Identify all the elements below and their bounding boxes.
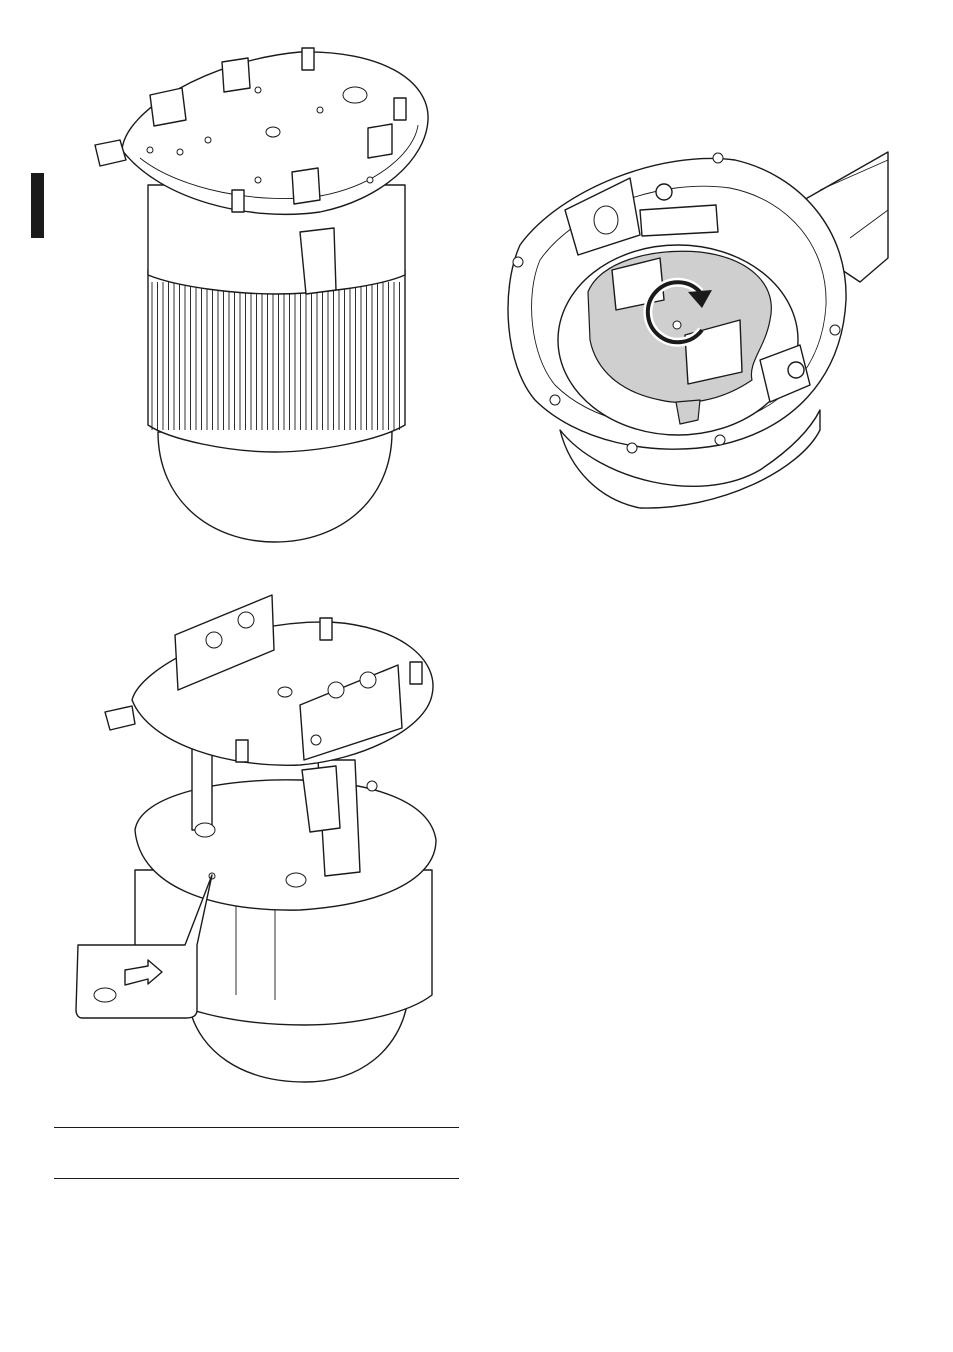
figure-dome-interior (0, 0, 953, 560)
divider-rule-bottom (54, 1178, 459, 1179)
divider-rule-top (54, 1127, 459, 1128)
figure-housing-mount-plate (0, 560, 953, 1100)
